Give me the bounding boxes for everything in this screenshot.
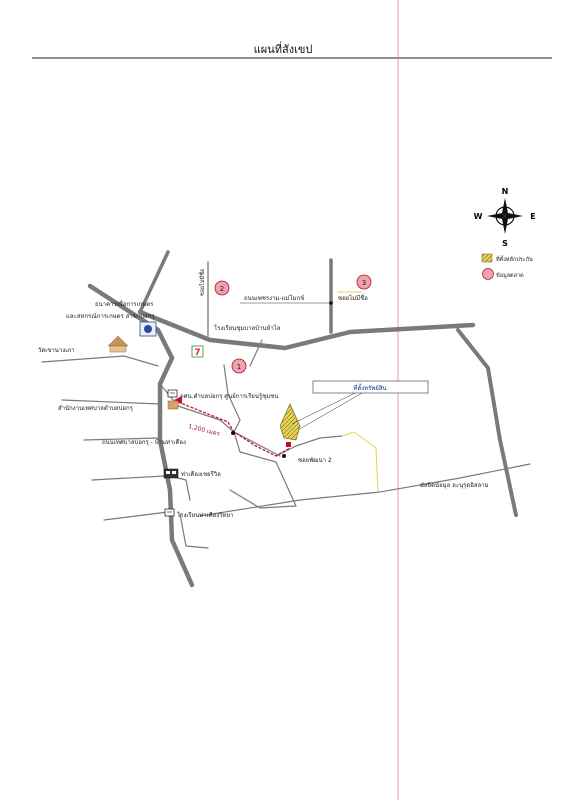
west-road-temple <box>41 355 159 367</box>
page-title: แผนที่สังเขป <box>253 43 313 56</box>
distance-label: 1,200 เมตร <box>188 423 222 438</box>
school-label: โรงเรียนท่าเคืองวิทยา <box>177 511 233 519</box>
marker-2-label: 2 <box>220 285 224 293</box>
police-icon <box>167 389 178 398</box>
main-highway <box>87 283 195 588</box>
compass-east: E <box>530 212 535 221</box>
west-road-school <box>103 511 169 521</box>
map-legend: ที่ตั้งหลักประกัน ข้อมูลตลาด <box>481 253 533 280</box>
junction-dot <box>329 301 333 305</box>
compass-west: W <box>474 212 483 221</box>
soi-phatthana-label: ซอยพัฒนา 2 <box>298 457 332 464</box>
route-arrow <box>174 396 182 404</box>
mosque-label: มัสยิดนัจมุล ละนุรุดอิสลาม <box>420 482 489 489</box>
marker-1-label: 1 <box>237 363 241 371</box>
road-network <box>41 250 531 588</box>
legend-market-swatch <box>482 268 494 280</box>
road-top-label: ถนนเพชรงาม-แม่โมกข์ <box>244 294 304 302</box>
legend-market-label: ข้อมูลตลาด <box>496 272 524 279</box>
road-to-marker-1 <box>249 339 263 367</box>
road-upper-left-branch <box>138 250 170 314</box>
site-leader-line <box>291 392 356 425</box>
site-polygon <box>279 403 301 441</box>
route-end-marker <box>286 442 291 447</box>
site-label-text: ที่ตั้งทรัพย์สิน <box>353 382 386 392</box>
market-marker-3[interactable]: 3 <box>356 274 372 290</box>
west-road-municipal <box>83 437 159 441</box>
school-top-label: โรงเรียนชุมบาลบ้านห้าไล <box>214 324 281 332</box>
junction-dot <box>231 431 235 435</box>
hospital-label: ท่าเคืองเชยรีวิล <box>181 470 221 478</box>
yellow-boundary-path <box>341 431 379 493</box>
market-marker-1[interactable]: 1 <box>231 358 247 374</box>
office-icon <box>167 400 179 410</box>
route-line <box>177 401 291 457</box>
compass-rose: N S W E <box>474 187 536 248</box>
bank-icon <box>139 321 157 337</box>
main-east-road <box>137 309 476 351</box>
market-marker-2[interactable]: 2 <box>214 280 230 296</box>
road-to-mosque <box>199 463 531 517</box>
road-highway-to-site <box>159 383 281 457</box>
west-road-hospital <box>91 475 165 481</box>
soi-left-label: ซอยไม่มีชื่อ <box>198 269 206 296</box>
compass-north: N <box>502 187 509 196</box>
site-leader-line <box>297 392 363 431</box>
bank-label-line1: ธนาคารเพื่อการเกษตร <box>95 300 154 308</box>
soi-right-label: ซอยไม่มีชื่อ <box>338 294 368 302</box>
temple-icon <box>107 335 129 353</box>
hospital-icon <box>163 468 179 479</box>
site-label-box <box>312 380 429 394</box>
marker-3-label: 3 <box>362 279 366 287</box>
road-south-branch <box>229 489 297 509</box>
compass-south: S <box>502 239 508 248</box>
bank-label-line2: และสหกรณ์การเกษตร สาขาบ่อกรุ <box>66 312 155 320</box>
road-site-east <box>275 435 343 457</box>
junction-dot <box>282 454 286 458</box>
svg-text:7: 7 <box>194 348 200 358</box>
police-label: กศน.ตำบลบ่อกรุ ศูนย์การเรียนรู้ชุมชน <box>180 392 278 400</box>
municipal-office-label: สำนักงานเทศบาลตำบลบ่อกรุ <box>58 405 134 412</box>
school-road <box>179 513 209 549</box>
temple-label: วัดเขานางเภา <box>38 347 75 354</box>
legend-site-label: ที่ตั้งหลักประกัน <box>496 255 533 263</box>
east-branch-road <box>456 328 518 517</box>
legend-site-swatch <box>481 253 493 263</box>
west-road-office <box>61 399 161 405</box>
school-icon <box>164 508 175 517</box>
hospital-road <box>169 475 191 501</box>
municipal-road-label: ถนนเทศบาลบ่อกรุ - บ้านท่าเคือง <box>102 438 186 446</box>
seven-eleven-icon: 7 <box>191 345 204 358</box>
